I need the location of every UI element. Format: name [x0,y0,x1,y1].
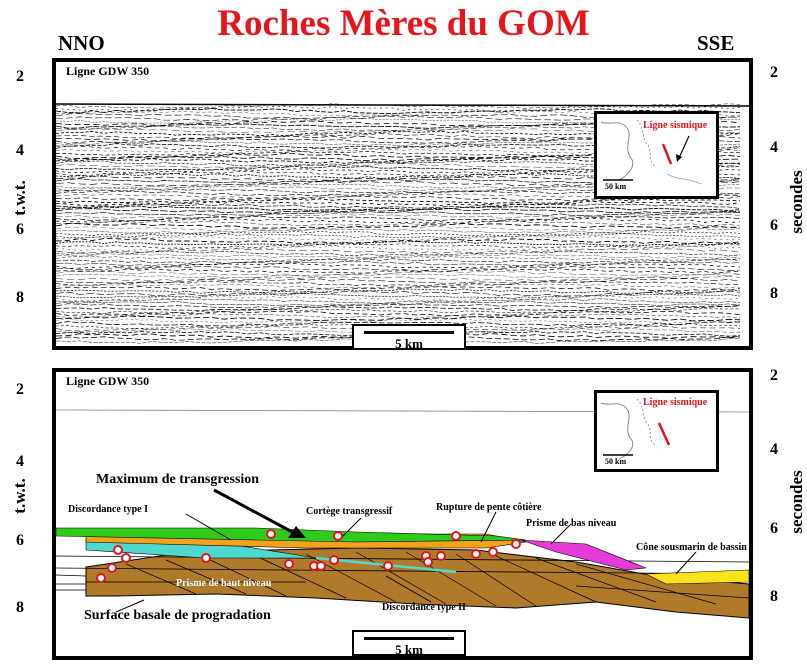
source-rock-marker [488,547,498,557]
location-inset-top: Ligne sismique 50 km [594,111,719,199]
tick-left-6b: 6 [16,532,24,549]
axis-label-left-top: t.w.t. [10,180,29,216]
tick-right-2b: 2 [770,367,778,384]
seismic-panel: Ligne GDW 350 Ligne sismique 50 km 5 km [52,58,753,351]
tick-right-4b: 4 [770,441,778,458]
tick-right-8b: 8 [770,588,778,605]
inset-scale-bottom: 50 km [605,457,627,466]
scale-bar-bottom-label: 5 km [395,642,423,657]
source-rock-marker [423,557,433,567]
seismic-image [56,103,749,344]
tick-right-6b: 6 [770,520,778,537]
lowstand-prism [520,539,647,571]
source-rock-marker [451,531,461,541]
page-title: Roches Mères du GOM [217,3,590,44]
source-rock-marker [329,555,339,565]
tick-right-4: 4 [770,139,778,156]
source-rock-marker [266,529,276,539]
source-rock-marker [471,549,481,559]
label-discordance-2: Discordance type II [382,602,466,613]
source-rock-marker [511,539,521,549]
scale-bar-top: 5 km [352,324,466,351]
inset-scale-top: 50 km [605,182,627,191]
tick-left-8b: 8 [16,599,24,616]
tick-left-2: 2 [16,68,24,85]
basin-floor-fan [645,569,749,585]
tick-right-6: 6 [770,217,778,234]
label-max-transgression: Maximum de transgression [96,472,260,487]
tick-left-8: 8 [16,289,24,306]
source-rock-marker [96,573,106,583]
source-rock-marker [436,551,446,561]
scale-bar-bottom: 5 km [352,630,466,657]
seismic-panel-label: Ligne GDW 350 [66,64,150,78]
label-prisme-haut: Prisme de haut niveau [176,578,272,589]
source-rock-marker [284,559,294,569]
label-rupture: Rupture de pente côtière [436,502,542,513]
axis-label-right-bottom: secondes [787,470,806,534]
label-cortege: Cortège transgressif [306,506,393,517]
source-rock-marker [113,545,123,555]
label-cone: Cône sousmarin de bassin [636,542,747,553]
label-surface-basale: Surface basale de progradation [84,608,271,623]
scale-bar-top-label: 5 km [395,336,423,351]
source-rock-marker [316,561,326,571]
tick-left-6: 6 [16,221,24,238]
inset-label-bottom: Ligne sismique [643,397,708,408]
source-rock-marker [121,553,131,563]
axis-label-right-top: secondes [787,170,806,234]
source-rock-marker [201,553,211,563]
direction-left: NNO [58,31,105,55]
tick-left-4: 4 [16,142,24,159]
source-rock-marker [383,561,393,571]
direction-right: SSE [697,31,735,55]
tick-right-2: 2 [770,64,778,81]
axis-label-left-bottom: t.w.t. [10,478,29,514]
prograding-wedge [85,547,749,619]
inset-label-top: Ligne sismique [643,120,708,131]
tick-right-8: 8 [770,285,778,302]
source-rock-marker [107,563,117,573]
source-rock-marker [333,531,343,541]
label-discordance-1: Discordance type I [68,504,148,515]
interpretation-diagram [56,409,749,619]
interpretation-panel-label: Ligne GDW 350 [66,374,150,388]
tick-left-4b: 4 [16,453,24,470]
label-prisme-bas: Prisme de bas niveau [526,518,617,529]
tick-left-2b: 2 [16,381,24,398]
interpretation-panel: Ligne GDW 350 Maximum de transgression D… [52,368,753,660]
location-inset-bottom: Ligne sismique 50 km [594,390,719,472]
